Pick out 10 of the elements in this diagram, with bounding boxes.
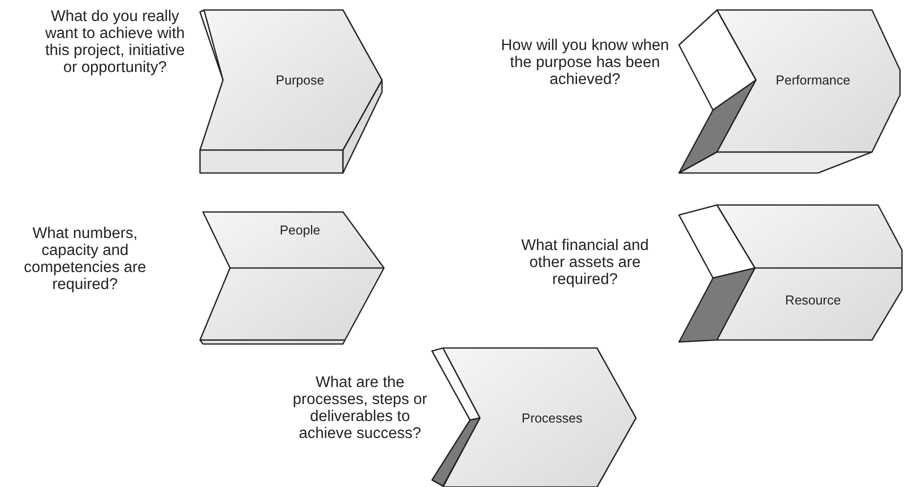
question-text: How will you know when the purpose has been achieved? [500, 37, 670, 88]
block-label: Purpose [276, 72, 324, 88]
block-label: Processes [522, 410, 582, 426]
question-text: What numbers, capacity and competencies are required? [22, 225, 148, 293]
block-label: Resource [785, 292, 841, 308]
block-label: Performance [776, 72, 850, 88]
question-text: What financial and other assets are required? [520, 237, 650, 288]
block-label: People [280, 222, 320, 238]
question-text: What are the processes, steps or deliverables to achieve success? [292, 374, 428, 442]
question-text: What do you really want to achieve with this project, initiative or opportunity? [45, 8, 185, 76]
